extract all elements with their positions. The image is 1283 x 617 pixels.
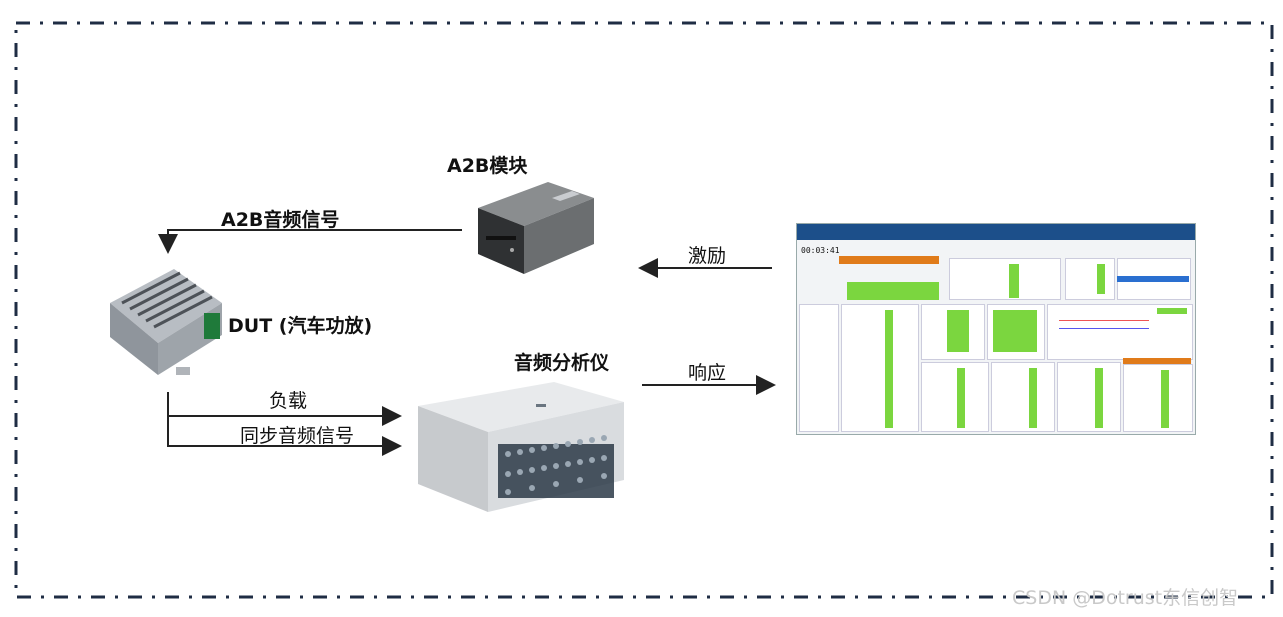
excitation-label: 激励 [688,245,727,267]
csdn-watermark: CSDN @Dotrust东信创智 [1012,587,1239,609]
software-timer: 00:03:41 [801,246,840,255]
response-label: 响应 [688,362,727,384]
dut-amplifier-image [110,269,222,375]
software-toolbar [797,224,1195,240]
a2b-module-label: A2B模块 [447,155,528,177]
sync-signal-arrow [167,416,402,456]
dash-dot-border [14,21,1274,599]
sync-audio-signal-label: 同步音频信号 [240,425,355,447]
audio-analyzer-image [418,382,624,512]
a2b-module-image [478,182,594,274]
a2b-signal-arrow [158,229,462,254]
dut-label: DUT (汽车功放) [228,315,373,337]
analyzer-software-screenshot: 00:03:41 [796,223,1196,435]
a2b-audio-signal-label: A2B音频信号 [221,209,340,231]
audio-analyzer-label: 音频分析仪 [514,352,610,374]
load-label: 负载 [269,390,308,412]
